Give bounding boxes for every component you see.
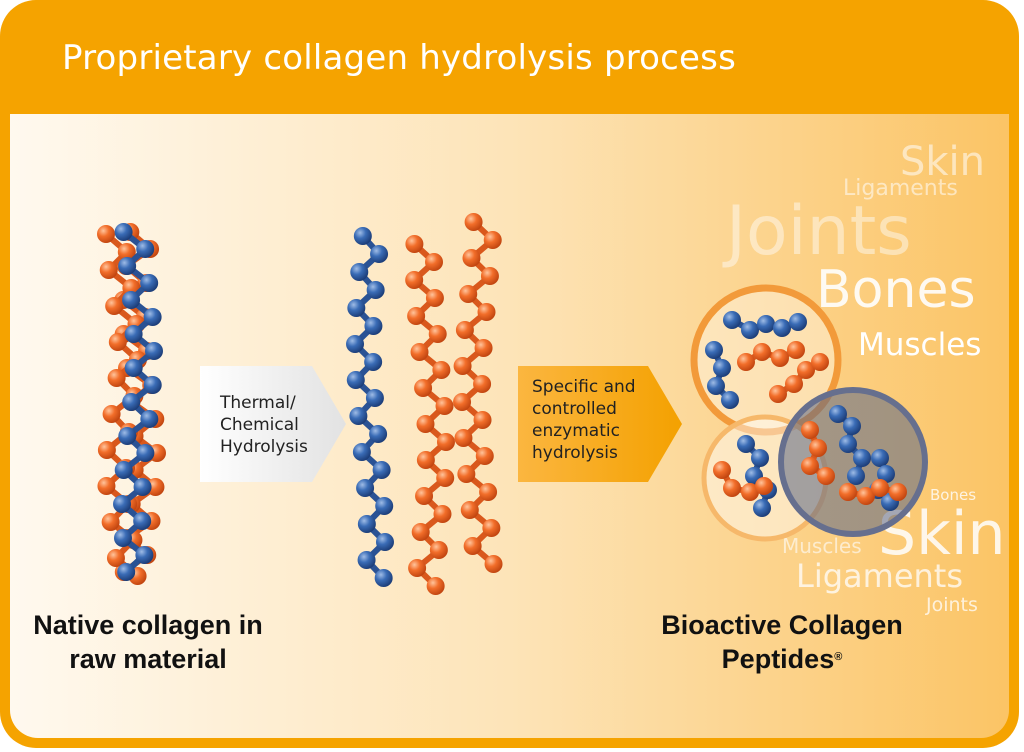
separated-strand-orange-2 xyxy=(453,213,503,573)
word-joints-bottom: Joints xyxy=(926,594,978,616)
caption-native-collagen: Native collagen in raw material xyxy=(10,608,286,676)
arrow-enzymatic-hydrolysis xyxy=(518,366,682,482)
registered-mark: ® xyxy=(834,651,843,663)
peptide-a xyxy=(723,311,807,339)
word-joints-top: Joints xyxy=(726,192,912,271)
step1-line-1: Thermal/ xyxy=(220,393,296,413)
word-ligaments-bottom: Ligaments xyxy=(796,557,963,595)
step2-line-3: enzymatic xyxy=(532,421,620,441)
arrow-thermal-hydrolysis xyxy=(200,366,346,482)
caption-bioactive-peptides: Bioactive Collagen Peptides® xyxy=(638,608,926,676)
caption-right-line-2: Peptides xyxy=(721,644,835,674)
peptide-f xyxy=(713,461,773,501)
word-muscles-bottom: Muscles xyxy=(782,534,862,558)
word-bones-bottom: Bones xyxy=(930,486,977,504)
diagram-art xyxy=(97,213,928,595)
word-skin-top: Skin xyxy=(900,139,986,185)
diagram-panel: Skin Ligaments Joints Bones Muscles Bone… xyxy=(10,114,1009,738)
collagen-molecules xyxy=(97,213,907,595)
step1-label: Thermal/ Chemical Hydrolysis xyxy=(220,392,308,458)
step2-line-1: Specific and xyxy=(532,377,636,397)
step2-label: Specific and controlled enzymatic hydrol… xyxy=(532,376,636,464)
word-bones-top: Bones xyxy=(816,260,976,320)
separated-strand-blue xyxy=(346,227,394,587)
caption-left-line-2: raw material xyxy=(69,644,227,674)
step1-line-3: Hydrolysis xyxy=(220,437,308,457)
word-muscles-top: Muscles xyxy=(858,327,982,363)
caption-right-line-1: Bioactive Collagen xyxy=(661,610,903,640)
peptide-b xyxy=(705,341,739,409)
peptide-d xyxy=(769,353,829,403)
peptide-i xyxy=(801,421,835,485)
word-ligaments-top: Ligaments xyxy=(843,176,958,201)
step2-line-4: hydrolysis xyxy=(532,443,618,463)
caption-left-line-1: Native collagen in xyxy=(33,610,263,640)
diagram-title: Proprietary collagen hydrolysis process xyxy=(62,38,737,78)
peptide-g xyxy=(829,405,871,485)
step1-line-2: Chemical xyxy=(220,415,299,435)
peptide-c xyxy=(737,341,805,371)
peptide-j xyxy=(839,479,907,505)
native-strand-blue xyxy=(113,223,163,581)
step2-line-2: controlled xyxy=(532,399,617,419)
separated-strand-orange-1 xyxy=(405,235,455,595)
